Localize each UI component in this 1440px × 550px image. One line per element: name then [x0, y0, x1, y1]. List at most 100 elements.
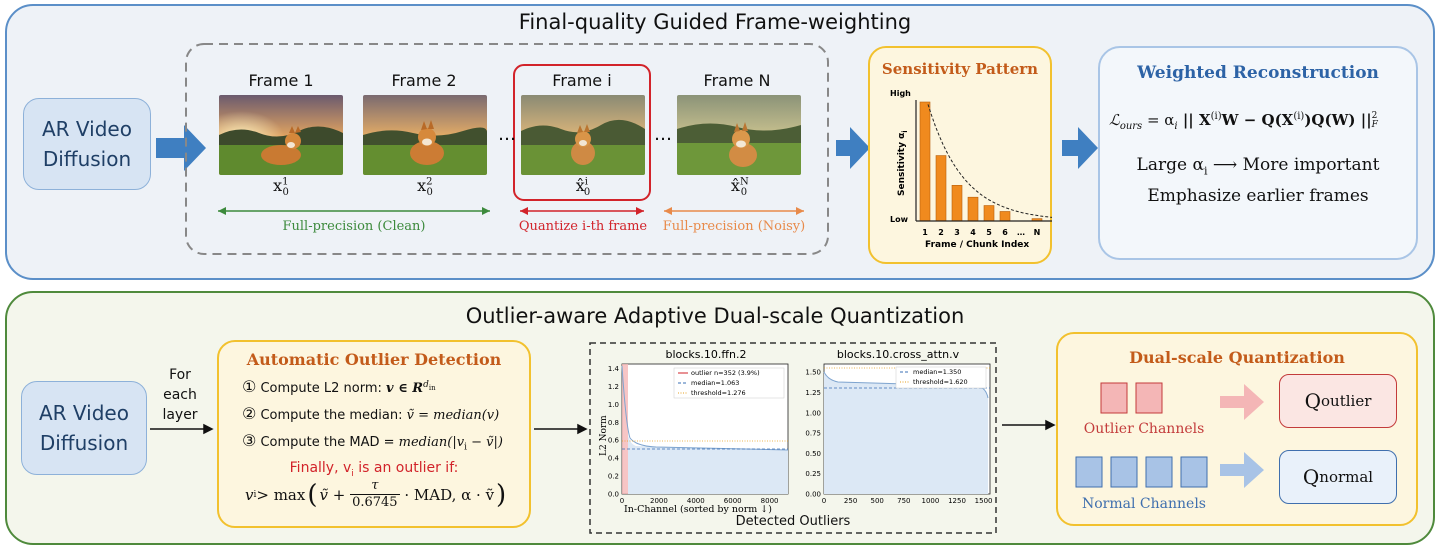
sens-low-label: Low: [890, 215, 909, 224]
p1-xticks-label: 4000: [687, 497, 705, 505]
plot2-legend-median: median=1.350: [913, 368, 961, 376]
p2-yticks-label: 0.75: [805, 430, 821, 438]
p1-yticks-label: 0.4: [608, 455, 620, 463]
sensitivity-title: Sensitivity Pattern: [881, 60, 1039, 78]
frame-i-label: x̂i0: [575, 176, 591, 199]
plot1-ylabel: L2 Norm: [599, 415, 609, 456]
outlier-detection-title: Automatic Outlier Detection: [246, 350, 502, 369]
p2-xticks-label: 0: [822, 497, 826, 505]
outlier-arrow: [1220, 384, 1264, 420]
frame-i-image: [521, 95, 645, 175]
frame-2-label: x20: [417, 176, 433, 199]
plot-cross-attn: blocks.10.cross_attn.v median=1.350 thre…: [805, 348, 993, 505]
sensitivity-pattern-box: [868, 46, 1052, 264]
p2-xticks-label: 1500: [975, 497, 993, 505]
p1-xticks-label: 6000: [724, 497, 742, 505]
detected-outliers-container: [589, 342, 997, 534]
frame-2-title: Frame 2: [391, 71, 457, 90]
sens-bar-2: [935, 155, 947, 222]
p2-yticks-label: 1.25: [805, 389, 821, 397]
weighted-title: Weighted Reconstruction: [1137, 63, 1379, 83]
p2-yticks-label: 0.25: [805, 470, 821, 478]
sens-tick-7: N: [1034, 228, 1041, 237]
frame-2-image: [363, 95, 487, 175]
source-line-1: AR Video: [42, 117, 132, 141]
plot1-title: blocks.10.ffn.2: [666, 348, 747, 361]
sens-tick-1: 2: [938, 228, 944, 237]
detect-step-2: ② Compute the median: ṽ = median(v): [242, 404, 500, 423]
detected-outliers-caption: Detected Outliers: [735, 514, 851, 529]
sens-bar-4: [967, 196, 979, 222]
detect-step-3: ③ Compute the MAD = median(|vi − ṽ|): [242, 431, 503, 453]
frame-n-image: [677, 95, 801, 175]
arrow-to-sensitivity: [836, 127, 870, 169]
top-arrows: … …: [156, 43, 1098, 255]
p1-yticks-label: 0.6: [608, 437, 620, 445]
weighted-line-1: Large αi ⟶ More important: [1136, 155, 1380, 178]
p1-yticks-label: 0.0: [608, 491, 619, 499]
frame-i-highlight: [513, 64, 651, 201]
plot2-legend-threshold: threshold=1.620: [913, 378, 968, 386]
plot-ffn: blocks.10.ffn.2 outlier n=352 (3.9%) med…: [599, 348, 789, 515]
sens-bar-6: [999, 211, 1011, 222]
sens-tick-3: 4: [970, 228, 976, 237]
top-panel-title: Final-quality Guided Frame-weighting: [518, 10, 912, 34]
ellipsis-2: …: [654, 124, 672, 145]
dual-scale-graphic: [1075, 382, 1264, 488]
frame-1-title: Frame 1: [248, 71, 314, 90]
outlier-detection-box: [217, 340, 531, 528]
arrow-to-frames: [156, 125, 206, 171]
normal-channel-1: [1075, 456, 1103, 488]
clean-segment-label: Full-precision (Clean): [282, 219, 426, 234]
sens-bar-3: [951, 185, 963, 222]
frame-i-title: Frame i: [552, 71, 612, 90]
p1-yticks-label: 1.4: [608, 365, 620, 373]
p1-xticks-label: 0: [620, 497, 624, 505]
bottom-arrows: [150, 342, 1056, 534]
sens-tick-5: 6: [1002, 228, 1008, 237]
sens-ylabel: Sensitivity αi: [897, 130, 909, 196]
frame-n-label: x̂N0: [730, 176, 749, 199]
plot1-legend-outlier: outlier n=352 (3.9%): [691, 369, 760, 377]
sens-high-label: High: [890, 89, 911, 98]
p1-yticks-label: 0.2: [608, 473, 619, 481]
p1-yticks-label: 1.2: [608, 383, 619, 391]
detect-finally: Finally, vi is an outlier if:: [289, 460, 459, 479]
p2-yticks-label: 0.00: [805, 491, 821, 499]
outlier-channel-2: [1135, 382, 1163, 414]
p2-yticks-label: 1.50: [805, 369, 821, 377]
quant-segment-label: Quantize i-th frame: [518, 219, 648, 234]
p2-xticks-label: 1000: [921, 497, 939, 505]
plot2-title: blocks.10.cross_attn.v: [837, 348, 960, 361]
bottom-panel-title: Outlier-aware Adaptive Dual-scale Quanti…: [465, 304, 965, 328]
detect-step-1: ① Compute L2 norm: v ∈ Rdin: [242, 377, 436, 396]
sens-tick-2: 3: [954, 228, 960, 237]
plot1-legend-threshold: threshold=1.276: [691, 389, 746, 397]
sens-bar-1: [919, 101, 931, 222]
dual-scale-title: Dual-scale Quantization: [1129, 348, 1345, 367]
normal-arrow: [1220, 452, 1264, 488]
p2-xticks-label: 1250: [948, 497, 966, 505]
p2-xticks-label: 750: [897, 497, 910, 505]
p2-yticks-label: 1.00: [805, 409, 821, 417]
sens-bar-5: [983, 205, 995, 222]
sens-xlabel: Frame / Chunk Index: [925, 240, 1029, 250]
p2-yticks-label: 0.50: [805, 450, 821, 458]
source-line-2: Diffusion: [42, 147, 132, 171]
frame-n-title: Frame N: [703, 71, 771, 90]
weighted-reconstruction-box: [1098, 46, 1418, 260]
frame-1-image: [219, 95, 343, 175]
noisy-segment-label: Full-precision (Noisy): [662, 219, 806, 234]
weighted-line-2: Emphasize earlier frames: [1147, 186, 1369, 206]
ellipsis-1: …: [498, 124, 516, 145]
normal-channel-2: [1110, 456, 1138, 488]
sens-tick-4: 5: [986, 228, 992, 237]
normal-channels-label: Normal Channels: [1082, 496, 1206, 512]
outlier-channels-label: Outlier Channels: [1083, 421, 1205, 437]
frames-container: [185, 43, 829, 255]
